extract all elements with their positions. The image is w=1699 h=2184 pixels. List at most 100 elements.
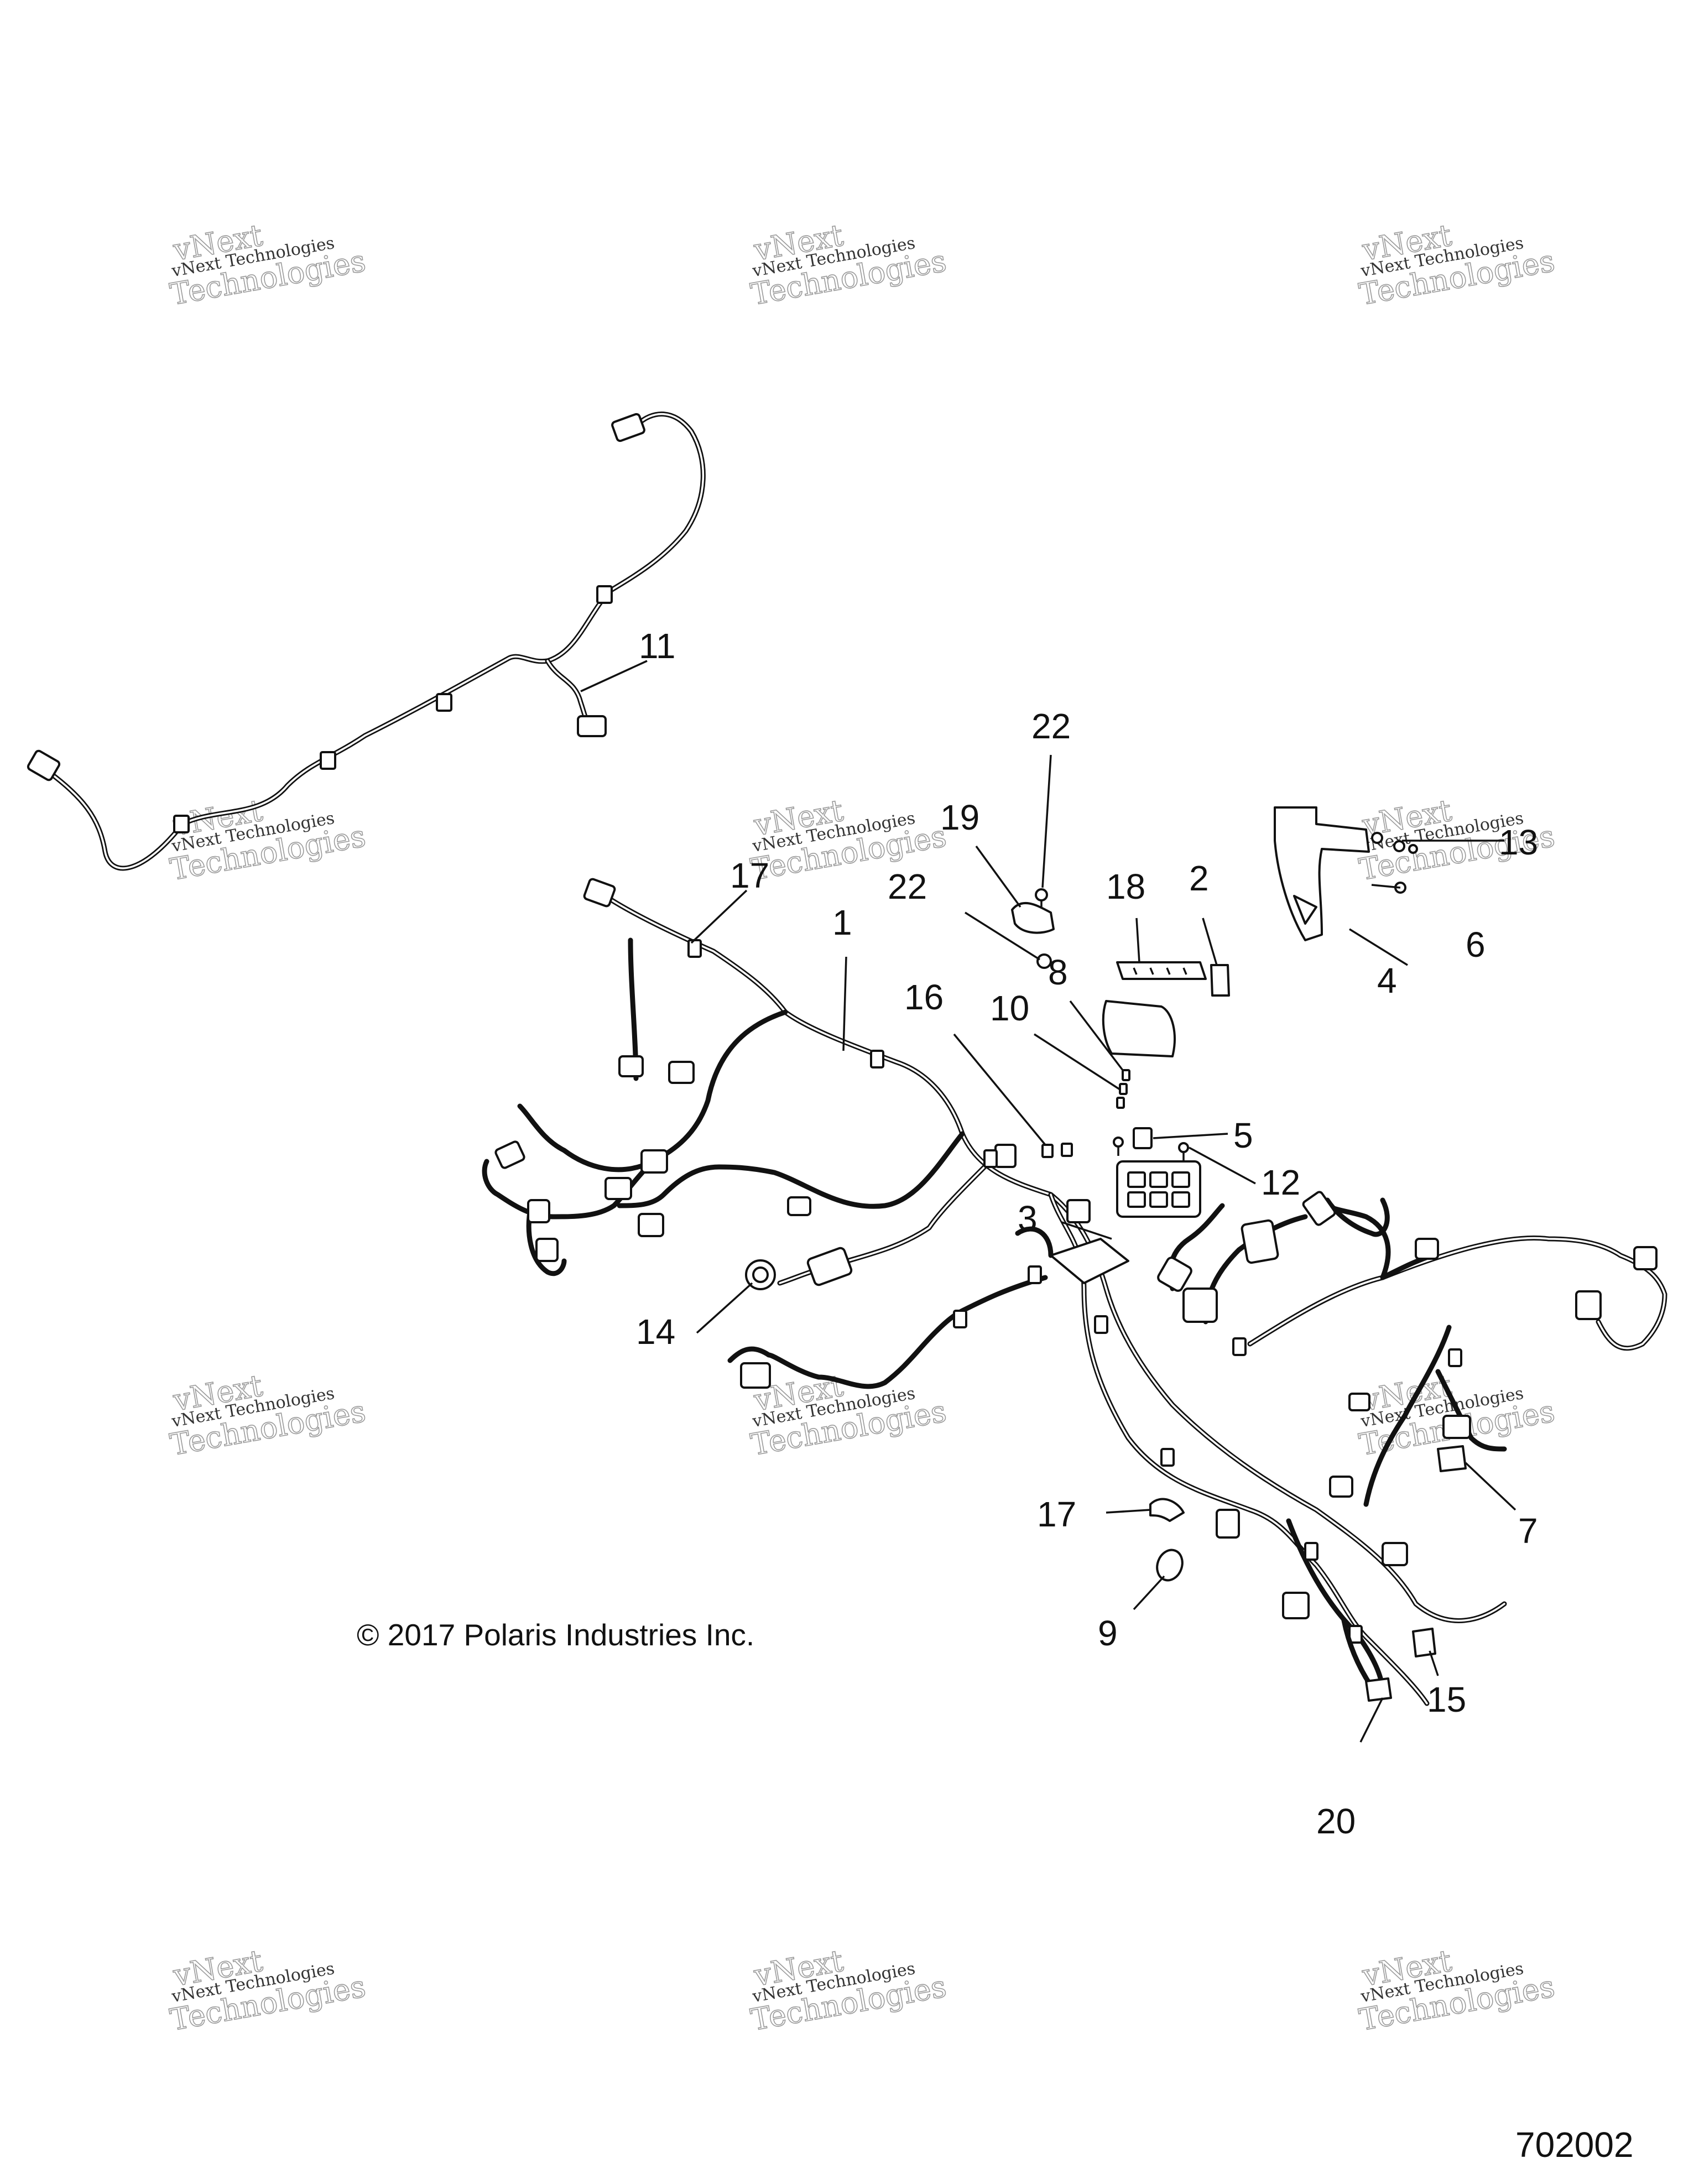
connector-icon xyxy=(27,749,61,781)
mini-fuse-icon xyxy=(1122,1069,1130,1081)
callout-17-lower: 17 xyxy=(1037,1494,1076,1534)
rear-harness-11 xyxy=(27,411,706,871)
leader-lines xyxy=(580,660,1516,1743)
callout-13: 13 xyxy=(1499,822,1538,862)
clip-icon xyxy=(1448,1348,1462,1367)
callout-10: 10 xyxy=(990,988,1029,1028)
callout-16: 16 xyxy=(904,977,944,1017)
clip-icon xyxy=(953,1310,967,1328)
sensor-icon xyxy=(1365,1677,1392,1702)
connector-icon xyxy=(583,878,616,908)
watermark: vNext vNext Technologies Technologies xyxy=(748,1368,950,1463)
mini-fuse-icon xyxy=(1116,1097,1125,1109)
callouts: 11 17 1 22 19 22 18 2 8 10 16 5 12 3 4 6… xyxy=(636,626,1538,1841)
fuse-icon xyxy=(1210,964,1230,997)
connector-icon xyxy=(1382,1542,1408,1566)
watermark-group: vNext vNext Technologies Technologies vN… xyxy=(167,217,1558,2038)
clip-icon xyxy=(320,751,336,770)
connector-icon xyxy=(494,1140,525,1169)
callout-5: 5 xyxy=(1233,1116,1253,1155)
clip-icon xyxy=(436,693,452,712)
watermark: vNext vNext Technologies Technologies xyxy=(167,1368,369,1463)
connector-icon xyxy=(1241,1219,1279,1264)
callout-14: 14 xyxy=(636,1312,675,1352)
relay-module-slot xyxy=(1171,1191,1190,1208)
clamp-icon xyxy=(1011,902,1055,934)
callout-7: 7 xyxy=(1518,1511,1538,1551)
connector-icon xyxy=(787,1196,811,1216)
callout-6: 6 xyxy=(1466,925,1486,965)
clip-icon xyxy=(596,585,613,604)
relay-module-slot xyxy=(1149,1191,1168,1208)
grommet-icon-inner xyxy=(752,1266,769,1283)
connector-icon xyxy=(740,1362,771,1389)
connector-icon xyxy=(1282,1592,1310,1619)
callout-11: 11 xyxy=(639,626,675,666)
connector-icon xyxy=(1066,1199,1091,1223)
watermark: vNext vNext Technologies Technologies xyxy=(1356,217,1558,312)
screw-icon xyxy=(1408,844,1418,854)
callout-8: 8 xyxy=(1048,952,1068,992)
clip-icon xyxy=(173,815,190,833)
clip-icon xyxy=(1304,1542,1318,1561)
nut-icon xyxy=(1036,953,1052,969)
relay-module-slot xyxy=(1127,1171,1146,1188)
callout-17: 17 xyxy=(730,856,769,895)
main-harness-1 xyxy=(482,878,1667,1706)
mini-fuse-icon xyxy=(1041,1144,1054,1158)
connector-icon xyxy=(1412,1628,1436,1657)
connector-icon xyxy=(577,715,607,737)
mounting-bracket-icon xyxy=(1274,806,1370,941)
connector-icon xyxy=(1442,1415,1471,1439)
watermark: vNext vNext Technologies Technologies xyxy=(748,1943,950,2038)
connector-icon xyxy=(535,1238,559,1262)
connector-icon xyxy=(1157,1257,1192,1292)
diagram-number: 702002 xyxy=(1515,2125,1634,2165)
watermark: vNext vNext Technologies Technologies xyxy=(748,217,950,312)
clip-icon xyxy=(1094,1315,1108,1334)
callout-4: 4 xyxy=(1377,961,1397,1000)
clip-icon xyxy=(687,939,702,958)
screw-icon xyxy=(1178,1142,1189,1153)
clip-icon xyxy=(1160,1448,1175,1467)
watermark: vNext vNext Technologies Technologies xyxy=(1356,1943,1558,2038)
connector-icon xyxy=(1575,1290,1602,1320)
clip-icon xyxy=(1149,1498,1185,1522)
fuse-box-cover-icon xyxy=(1102,1000,1176,1057)
screw-icon xyxy=(1393,840,1405,852)
callout-21: 22 xyxy=(1031,706,1071,746)
connector-icon xyxy=(1415,1238,1439,1260)
connector-icon xyxy=(1348,1393,1370,1411)
connector-icon xyxy=(806,1247,853,1286)
relay-module-icon xyxy=(1116,1160,1201,1218)
relay-icon xyxy=(1133,1127,1153,1149)
screw-icon xyxy=(1113,1137,1124,1148)
watermark: vNext vNext Technologies Technologies xyxy=(167,1943,369,2038)
connector-icon xyxy=(1437,1445,1467,1472)
mini-fuse-icon xyxy=(1119,1083,1128,1095)
copyright-text: © 2017 Polaris Industries Inc. xyxy=(357,1618,754,1652)
callout-1: 1 xyxy=(832,903,852,942)
mini-fuse-icon xyxy=(1061,1143,1073,1157)
fuse-label-icon xyxy=(1116,961,1207,980)
callout-12: 12 xyxy=(1261,1163,1300,1202)
relay-module-slot xyxy=(1149,1171,1168,1188)
connector-icon xyxy=(1633,1246,1658,1270)
connector-icon xyxy=(618,1055,644,1077)
ecu-bracket-icon xyxy=(1050,1238,1129,1284)
callout-2: 2 xyxy=(1189,858,1209,898)
connector-icon xyxy=(668,1061,695,1084)
connector-icon xyxy=(527,1199,550,1223)
connector-icon xyxy=(611,413,645,442)
callout-15: 15 xyxy=(1427,1680,1466,1719)
screw-icon xyxy=(1371,832,1383,844)
watermark: vNext vNext Technologies Technologies xyxy=(167,217,369,312)
relay-module-slot xyxy=(1171,1171,1190,1188)
connector-icon xyxy=(1182,1288,1218,1323)
clip-icon xyxy=(870,1050,884,1068)
connector-icon xyxy=(1302,1191,1336,1226)
grommet-icon xyxy=(1156,1549,1184,1582)
clip-icon xyxy=(1028,1265,1042,1284)
callout-18: 18 xyxy=(1106,867,1145,906)
